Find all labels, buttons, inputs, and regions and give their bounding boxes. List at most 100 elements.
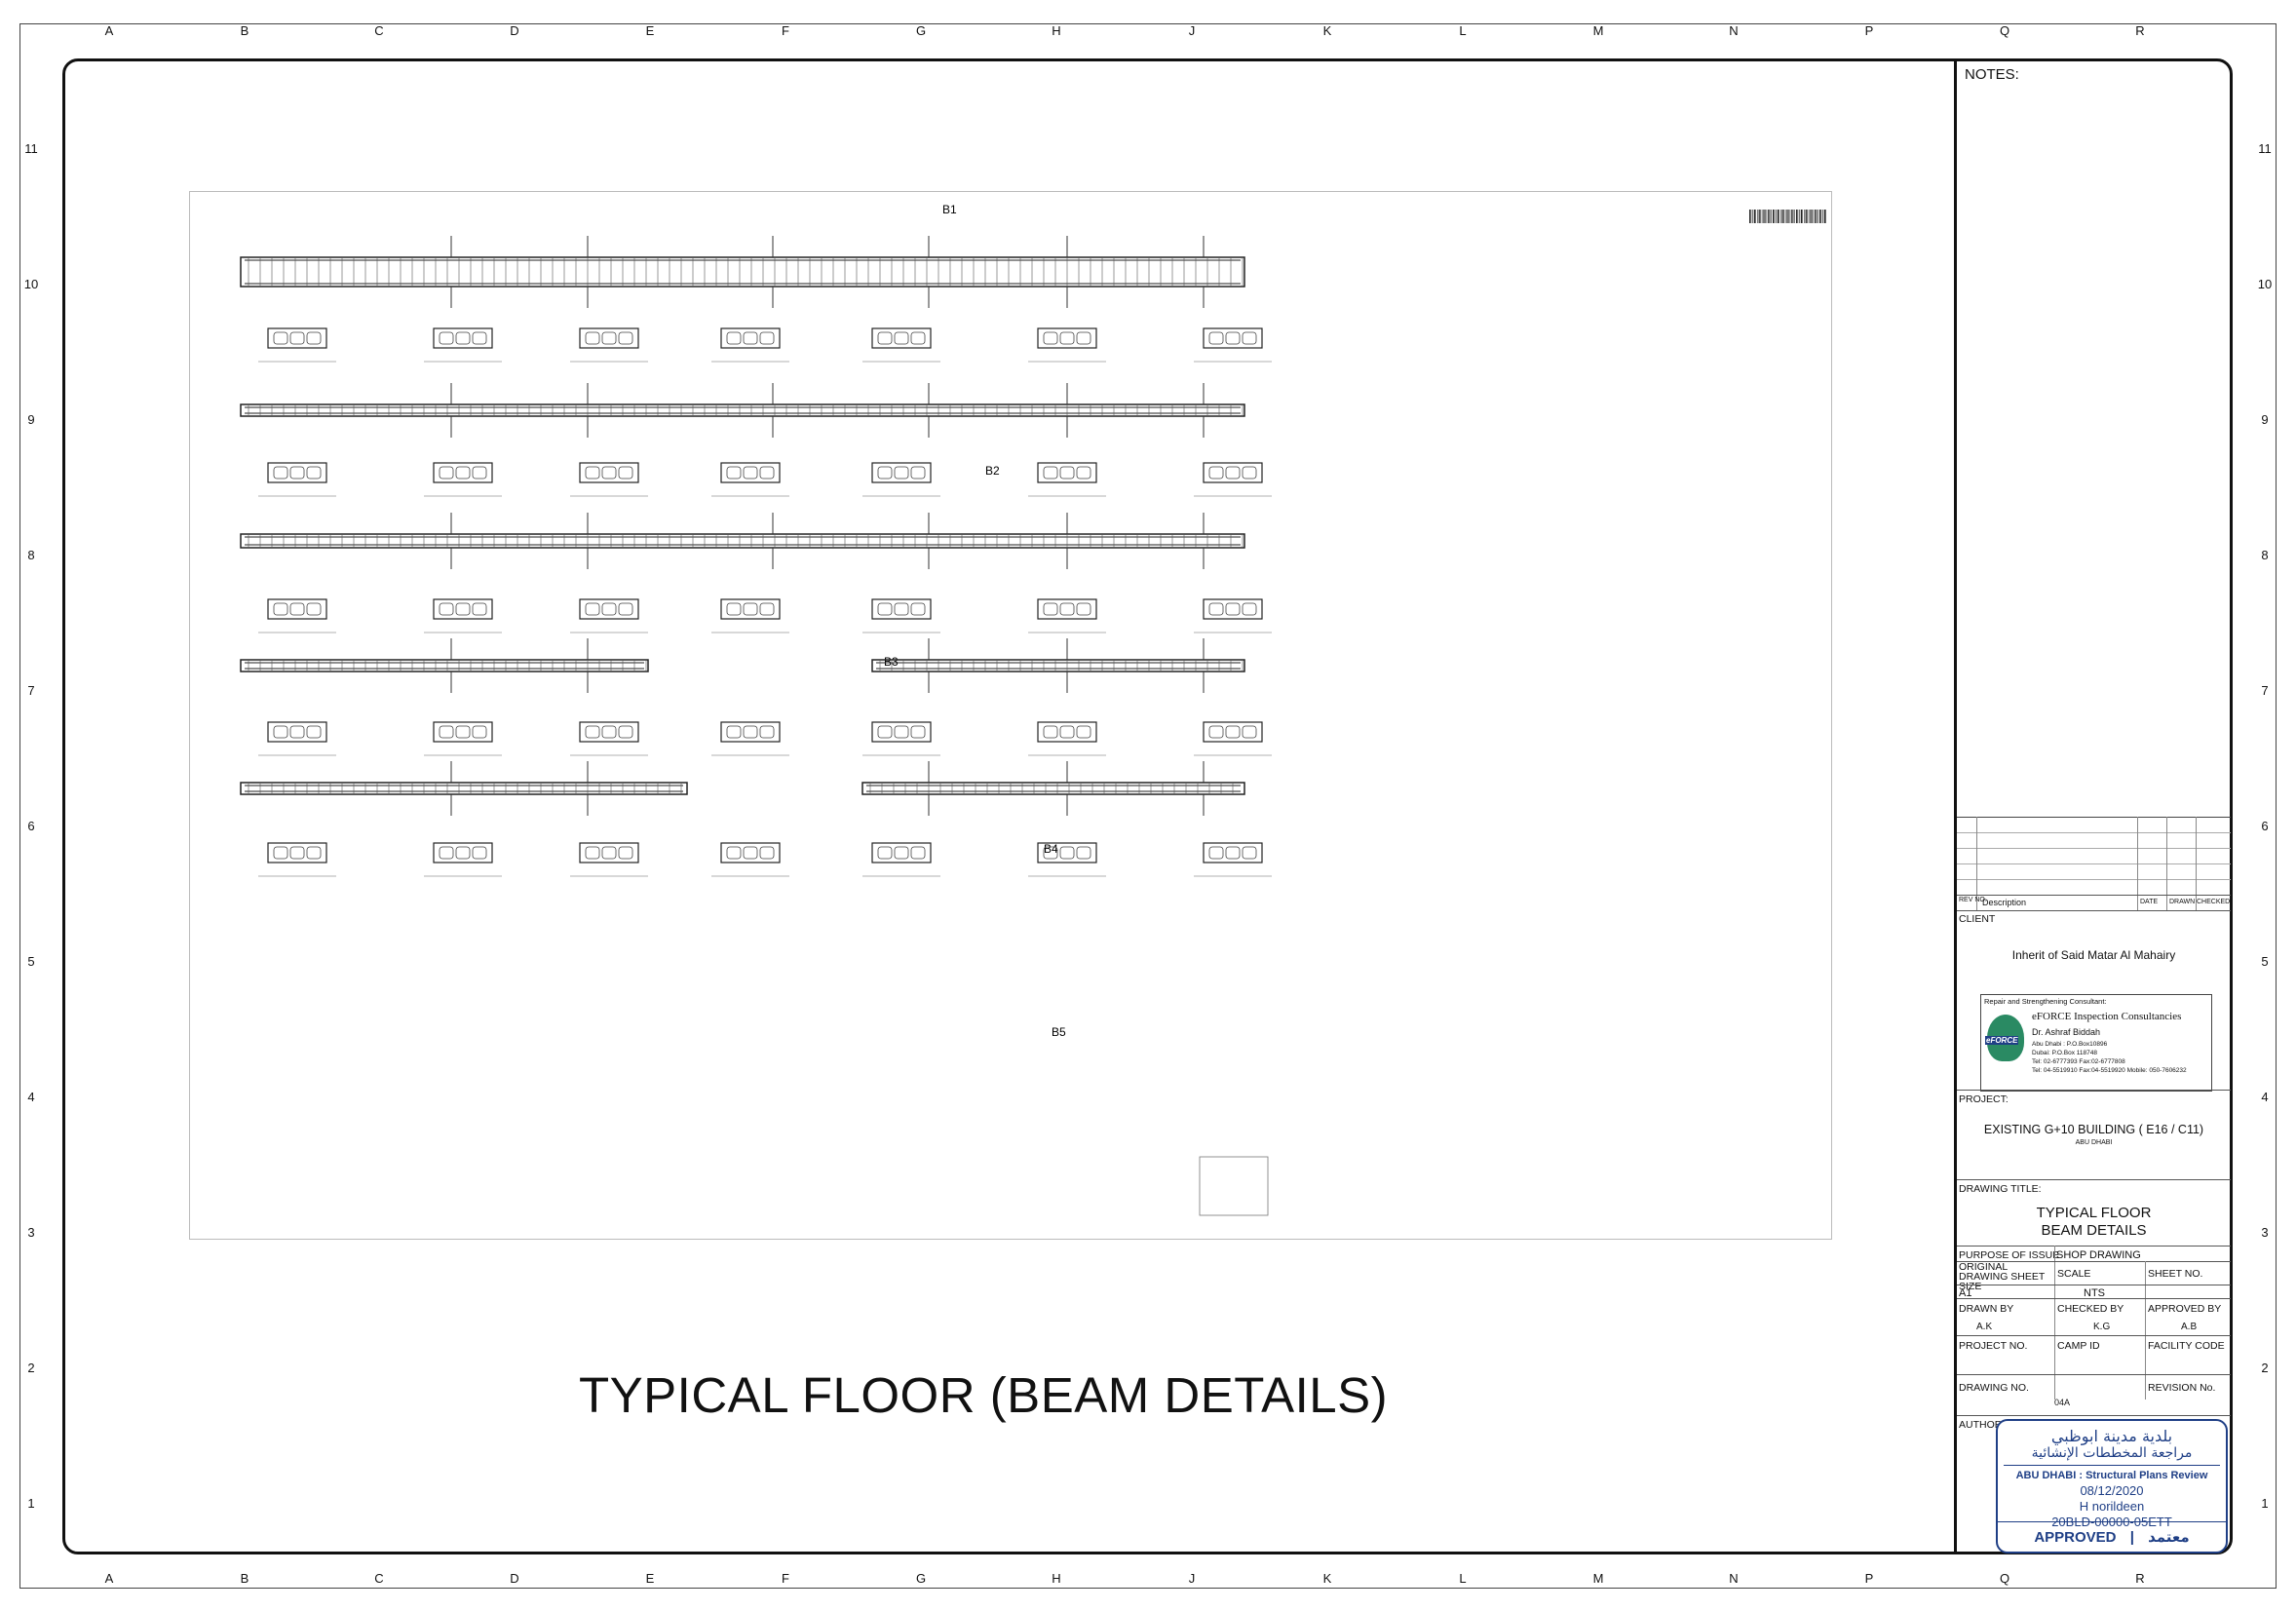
section-stirrup: [455, 846, 471, 860]
logo-text: eFORCE: [1985, 1036, 2019, 1045]
section-stirrup: [472, 331, 487, 345]
grid-letter: G: [915, 1571, 927, 1586]
drawing-no-value: 04A: [2054, 1398, 2071, 1407]
section-stirrup: [306, 466, 322, 479]
section-stirrup: [601, 602, 617, 616]
section-stirrup: [759, 725, 775, 739]
barcode-bar: [1769, 210, 1771, 223]
section-stirrup: [877, 602, 893, 616]
beam-outline: [240, 659, 649, 672]
grid-number: 2: [2261, 1361, 2269, 1375]
barcode-bar: [1797, 210, 1799, 223]
section-stirrup: [601, 466, 617, 479]
section-stirrup: [743, 602, 758, 616]
checked-by-label: CHECKED BY: [2057, 1303, 2124, 1315]
sheet-no-label: SHEET NO.: [2148, 1268, 2203, 1280]
grid-letter: P: [1864, 23, 1874, 38]
barcode-bar: [1799, 210, 1800, 223]
grid-number: 1: [2261, 1496, 2269, 1511]
section-stirrup: [743, 466, 758, 479]
section-outline: [433, 598, 493, 620]
section-outline: [433, 721, 493, 743]
barcode-bar: [1805, 210, 1807, 223]
barcode-bar: [1819, 210, 1821, 223]
section-outline: [1037, 721, 1097, 743]
section-stirrup: [1242, 602, 1257, 616]
section-stirrup: [472, 602, 487, 616]
section-stirrup: [1076, 331, 1091, 345]
section-outline: [579, 462, 639, 483]
stamp-date: 08/12/2020: [2080, 1483, 2144, 1498]
barcode-bar: [1784, 210, 1786, 223]
section-stirrup: [759, 846, 775, 860]
beam-linework: [240, 236, 1245, 816]
section-stirrup: [1076, 725, 1091, 739]
section-stirrup: [585, 466, 600, 479]
beam-label-b3: B3: [884, 655, 899, 669]
section-stirrup: [273, 466, 288, 479]
section-stirrup: [306, 602, 322, 616]
barcode-bar: [1774, 210, 1776, 223]
barcode-bar: [1823, 210, 1825, 223]
section-stirrup: [1059, 725, 1075, 739]
section-stirrup: [877, 846, 893, 860]
grid-letter: J: [1188, 1571, 1196, 1586]
section-outline: [1203, 721, 1263, 743]
consultant-heading: Repair and Strengthening Consultant:: [1984, 997, 2107, 1006]
drawing-main-title: TYPICAL FLOOR (BEAM DETAILS): [579, 1367, 1389, 1423]
grid-letter: D: [510, 1571, 519, 1586]
section-stirrup: [910, 725, 926, 739]
grid-number: 6: [2261, 819, 2269, 833]
section-stirrup: [1225, 846, 1241, 860]
drawing-title-label: DRAWING TITLE:: [1959, 1183, 2042, 1195]
barcode-bar: [1825, 210, 1826, 223]
project-no-label: PROJECT NO.: [1959, 1340, 2028, 1352]
section-stirrup: [1208, 331, 1224, 345]
section-outline: [720, 598, 781, 620]
section-stirrup: [1225, 602, 1241, 616]
section-outline: [433, 842, 493, 863]
section-stirrup: [618, 846, 633, 860]
drawn-by-value: A.K: [1976, 1322, 1993, 1332]
grid-number: 4: [2261, 1090, 2269, 1104]
grid-letter: K: [1322, 1571, 1332, 1586]
section-outline: [267, 462, 327, 483]
section-stirrup: [1225, 331, 1241, 345]
drawing-title-line2: BEAM DETAILS: [2041, 1222, 2147, 1239]
handwritten-note: [1199, 1156, 1269, 1216]
section-outline: [871, 842, 932, 863]
barcode-bar: [1773, 210, 1775, 223]
consultant-box: Repair and Strengthening Consultant: eFO…: [1980, 994, 2212, 1092]
beam-cross-sections: [258, 327, 1272, 1216]
stamp-reviewer: H norildeen: [2079, 1499, 2145, 1514]
grid-letter: E: [645, 23, 655, 38]
beam-outline: [871, 659, 1245, 672]
grid-letter: L: [1459, 23, 1467, 38]
section-outline: [267, 721, 327, 743]
beam-outline: [240, 782, 688, 795]
grid-letter: Q: [1999, 23, 2010, 38]
section-stirrup: [894, 725, 909, 739]
section-stirrup: [910, 466, 926, 479]
grid-number: 8: [27, 548, 35, 562]
section-stirrup: [289, 466, 305, 479]
grid-number: 7: [2261, 683, 2269, 698]
barcode-bar: [1808, 210, 1810, 223]
beam-label-b2: B2: [985, 464, 1000, 478]
grid-letter: B: [240, 1571, 249, 1586]
section-stirrup: [439, 846, 454, 860]
grid-number: 3: [2261, 1225, 2269, 1240]
section-stirrup: [455, 602, 471, 616]
grid-number: 5: [2261, 954, 2269, 969]
barcode-bar: [1794, 210, 1795, 223]
barcode-bar: [1791, 210, 1793, 223]
section-stirrup: [1076, 846, 1091, 860]
section-outline: [579, 842, 639, 863]
section-outline: [267, 327, 327, 349]
grid-letter: R: [2135, 1571, 2145, 1586]
barcode-bar: [1788, 210, 1789, 223]
project-label: PROJECT:: [1959, 1093, 2009, 1105]
grid-letter: H: [1052, 23, 1061, 38]
facility-code-label: FACILITY CODE: [2148, 1340, 2225, 1352]
